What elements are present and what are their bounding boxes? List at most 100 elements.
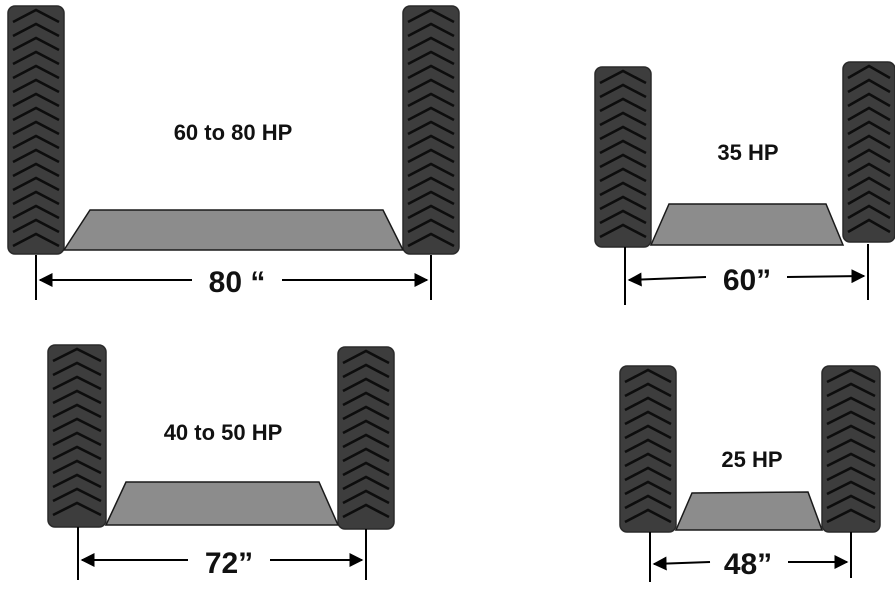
- tread-chevron: [407, 162, 455, 178]
- tractor-body: [674, 491, 824, 531]
- tread-chevron: [12, 50, 60, 66]
- tread-chevron: [12, 176, 60, 192]
- tread-chevron: [599, 97, 647, 113]
- tread-chevron: [826, 424, 876, 440]
- tread-chevron: [847, 218, 891, 234]
- tread-chevron: [599, 223, 647, 239]
- tread-chevron: [407, 176, 455, 192]
- panel-80-inch: 60 to 80 HP 80 “: [7, 5, 460, 300]
- tread-chevron: [12, 204, 60, 220]
- tread-chevron: [407, 78, 455, 94]
- tire-body: [7, 5, 65, 255]
- tread-chevron: [407, 232, 455, 248]
- tread-chevron: [624, 368, 672, 384]
- tread-chevron: [12, 36, 60, 52]
- tread-chevron: [599, 167, 647, 183]
- tread-chevron: [342, 461, 390, 477]
- tread-chevron: [407, 50, 455, 66]
- tread-chevron: [624, 410, 672, 426]
- tread-chevron: [624, 382, 672, 398]
- panel-48-inch: 25 HP 48”: [619, 365, 881, 582]
- tread-chevron: [847, 64, 891, 80]
- tread-chevron: [12, 22, 60, 38]
- tread-chevron: [624, 396, 672, 412]
- tread-chevron: [847, 134, 891, 150]
- tread-chevron: [826, 494, 876, 510]
- tread-chevron: [407, 36, 455, 52]
- tread-chevron: [12, 162, 60, 178]
- tire-body: [402, 5, 460, 255]
- tread-chevron: [407, 148, 455, 164]
- tread-chevron: [624, 494, 672, 510]
- tire-body: [842, 61, 895, 243]
- tread-chevron: [342, 433, 390, 449]
- tread-chevron: [826, 410, 876, 426]
- tractor-body: [649, 203, 845, 246]
- tread-chevron: [847, 106, 891, 122]
- tread-chevron: [12, 78, 60, 94]
- tread-chevron: [407, 120, 455, 136]
- tread-chevron: [342, 447, 390, 463]
- tread-chevron: [599, 195, 647, 211]
- width-label: 80 “: [209, 266, 266, 299]
- tread-chevron: [624, 508, 672, 524]
- tread-chevron: [407, 190, 455, 206]
- width-label: 48”: [724, 548, 772, 581]
- tread-chevron: [342, 391, 390, 407]
- tread-chevron: [52, 487, 102, 503]
- tread-chevron: [342, 475, 390, 491]
- tread-chevron: [826, 396, 876, 412]
- power-label: 25 HP: [721, 447, 782, 472]
- tread-chevron: [342, 419, 390, 435]
- tread-chevron: [342, 503, 390, 519]
- tread-chevron: [599, 111, 647, 127]
- left-tire: [594, 66, 652, 248]
- tread-chevron: [847, 190, 891, 206]
- tread-chevron: [52, 403, 102, 419]
- tread-chevron: [599, 125, 647, 141]
- width-label: 60”: [723, 264, 771, 297]
- tread-chevron: [52, 347, 102, 363]
- tire-body: [594, 66, 652, 248]
- tread-chevron: [52, 361, 102, 377]
- tread-chevron: [599, 83, 647, 99]
- power-label: 35 HP: [717, 140, 778, 165]
- tread-chevron: [624, 438, 672, 454]
- tread-chevron: [847, 148, 891, 164]
- tread-chevron: [12, 190, 60, 206]
- right-tire: [337, 346, 395, 530]
- tread-chevron: [52, 473, 102, 489]
- tread-chevron: [624, 452, 672, 468]
- left-tire: [7, 5, 65, 255]
- tread-chevron: [52, 389, 102, 405]
- tread-chevron: [847, 176, 891, 192]
- tread-chevron: [52, 459, 102, 475]
- tread-chevron: [847, 162, 891, 178]
- tread-chevron: [52, 431, 102, 447]
- tread-chevron: [624, 424, 672, 440]
- tread-chevron: [826, 480, 876, 496]
- tread-chevron: [407, 218, 455, 234]
- width-label: 72”: [205, 547, 253, 580]
- tread-chevron: [826, 382, 876, 398]
- right-tire: [402, 5, 460, 255]
- left-tire: [619, 365, 677, 533]
- tread-chevron: [826, 466, 876, 482]
- tractor-body: [104, 481, 340, 526]
- panel-72-inch: 40 to 50 HP 72”: [47, 344, 395, 580]
- width-arrow-left: [652, 556, 711, 571]
- tread-chevron: [847, 78, 891, 94]
- tread-chevron: [12, 106, 60, 122]
- tread-chevron: [847, 204, 891, 220]
- tread-chevron: [407, 92, 455, 108]
- width-arrow-right: [786, 269, 866, 284]
- tread-chevron: [52, 501, 102, 517]
- tread-chevron: [826, 452, 876, 468]
- tread-chevron: [599, 153, 647, 169]
- tread-chevron: [12, 8, 60, 24]
- tread-chevron: [342, 489, 390, 505]
- tread-chevron: [52, 445, 102, 461]
- tread-chevron: [826, 368, 876, 384]
- tread-chevron: [847, 120, 891, 136]
